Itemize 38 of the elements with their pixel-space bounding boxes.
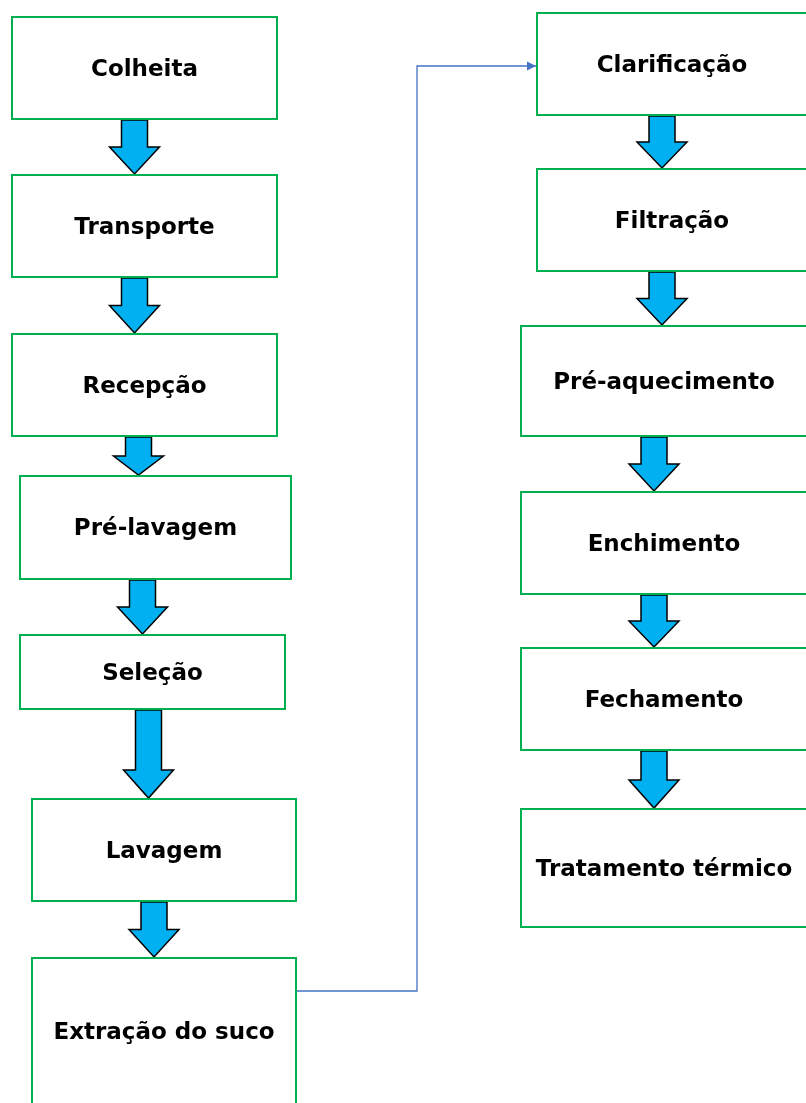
step-label: Tratamento térmico [535, 853, 793, 883]
connector-arrow [296, 61, 537, 992]
process-box [520, 325, 806, 437]
block-arrow [627, 436, 681, 493]
process-box [31, 957, 297, 1103]
step-label: Filtração [614, 205, 730, 235]
step-label: Lavagem [105, 835, 223, 865]
step-label: Recepção [82, 370, 207, 400]
step-label: Seleção [102, 657, 203, 687]
process-box [19, 475, 292, 580]
block-arrow [107, 277, 162, 335]
process-box [520, 808, 806, 928]
step-label: Clarificação [596, 49, 748, 79]
step-label: Pré-lavagem [73, 513, 238, 543]
process-box [536, 168, 806, 272]
process-box [520, 647, 806, 751]
step-label: Colheita [91, 53, 198, 83]
step-label: Enchimento [587, 528, 741, 558]
step-label: Transporte [74, 211, 215, 241]
block-arrow [121, 709, 176, 800]
step-label: Pré-aquecimento [553, 366, 775, 396]
step-label: Fechamento [584, 684, 744, 714]
block-arrow [635, 115, 689, 170]
process-box [536, 12, 806, 116]
block-arrow [107, 119, 162, 176]
block-arrow [115, 579, 170, 636]
block-arrow [627, 594, 681, 649]
process-box [11, 333, 278, 437]
process-box [520, 491, 806, 595]
block-arrow [127, 901, 181, 959]
block-arrow [111, 436, 166, 476]
block-arrow [627, 750, 681, 810]
process-box [31, 798, 297, 902]
process-box [19, 634, 286, 710]
step-label: Extração do suco [53, 1016, 275, 1046]
process-box [11, 16, 278, 120]
block-arrow [635, 271, 689, 327]
process-box [11, 174, 278, 278]
